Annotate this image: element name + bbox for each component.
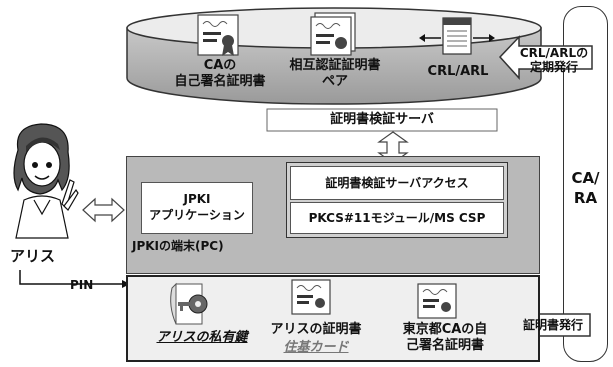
pkcs11-module-label: PKCS#11モジュール/MS CSP: [308, 211, 486, 225]
cross-certificate-pair-icon: [310, 12, 356, 56]
alice-avatar-icon: [13, 123, 79, 239]
ca-certificate-icon: [197, 14, 239, 56]
juki-card-label: 住基カード: [283, 340, 349, 355]
jpki-terminal-label: JPKIの端末(PC): [132, 239, 224, 253]
server-access-label: 証明書検証サーバアクセス: [325, 176, 469, 190]
crl-arl-label: CRL/ARL: [427, 64, 489, 79]
alice-name: アリス: [10, 247, 56, 265]
cross-cert-pair-label: 相互認証証明書ペア: [289, 58, 381, 89]
crl-list-icon: [419, 17, 495, 55]
tokyo-ca-cert-label: 東京都CAの自己署名証明書: [402, 322, 488, 353]
ca-ra-label: CA/RA: [571, 169, 600, 207]
alice-certificate-label: アリスの証明書: [270, 322, 362, 337]
tokyo-ca-certificate-icon: [417, 283, 457, 319]
validation-server-label: 証明書検証サーバ: [330, 112, 434, 127]
alice-certificate-icon: [291, 279, 331, 315]
private-key-label: アリスの私有鍵: [156, 330, 248, 345]
crl-publish-label: CRL/ARLの定期発行: [519, 46, 589, 74]
pkcs11-module-box: [290, 202, 504, 234]
pin-label: PIN: [70, 278, 94, 292]
cert-issue-label: 証明書発行: [522, 318, 583, 332]
jpki-application-box: [141, 182, 253, 234]
ca-self-signed-cert-label: CAの自己署名証明書: [174, 58, 266, 89]
private-key-icon: [170, 282, 208, 325]
server-access-box: [290, 166, 504, 200]
